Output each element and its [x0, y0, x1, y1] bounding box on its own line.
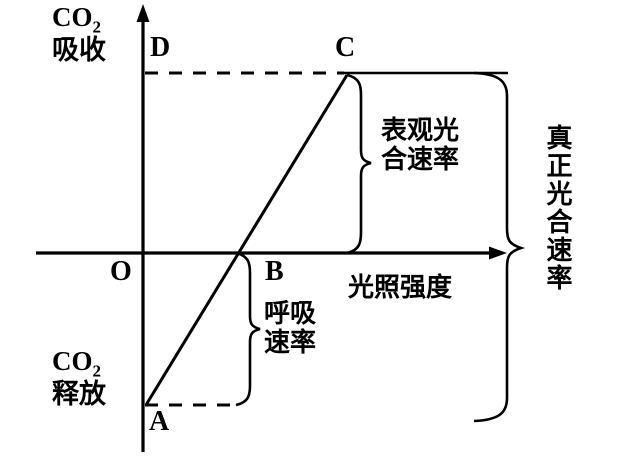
bracket-respiration-rate [235, 251, 261, 407]
point-label-A: A [149, 406, 170, 437]
origin-label: O [110, 256, 132, 287]
y-axis-arrowhead [136, 4, 150, 22]
respiration-rate-label: 呼吸 速率 [264, 299, 317, 359]
bracket-true-photosynthesis-rate [473, 71, 526, 423]
x-axis-arrowhead [489, 246, 507, 260]
respiration-rate-label-line2: 速率 [264, 328, 317, 359]
apparent-photosynthesis-label-line1: 表观光 [381, 116, 460, 146]
co2-absorb-subscript: 2 [92, 17, 102, 37]
co2-absorb-formula: CO [52, 2, 93, 32]
true-photosynthesis-rate-label: 真正光合速率 [542, 124, 572, 292]
y-axis-top-label: CO2 吸收 [52, 2, 106, 67]
apparent-photosynthesis-label-line2: 合速率 [381, 145, 460, 176]
co2-release-word: 释放 [52, 379, 106, 411]
bracket-apparent-photosynthesis [346, 73, 372, 255]
co2-absorb-word: 吸收 [52, 35, 106, 67]
point-label-C: C [335, 32, 356, 63]
x-axis-label: 光照强度 [348, 273, 453, 303]
point-label-B: B [265, 256, 284, 287]
co2-release-subscript: 2 [92, 361, 102, 381]
apparent-photosynthesis-label: 表观光 合速率 [381, 116, 460, 176]
respiration-rate-label-line1: 呼吸 [264, 299, 317, 329]
point-label-D: D [150, 32, 171, 63]
co2-release-formula: CO [52, 346, 93, 376]
y-axis-bottom-label: CO2 释放 [52, 346, 106, 411]
response-curve [144, 74, 349, 406]
